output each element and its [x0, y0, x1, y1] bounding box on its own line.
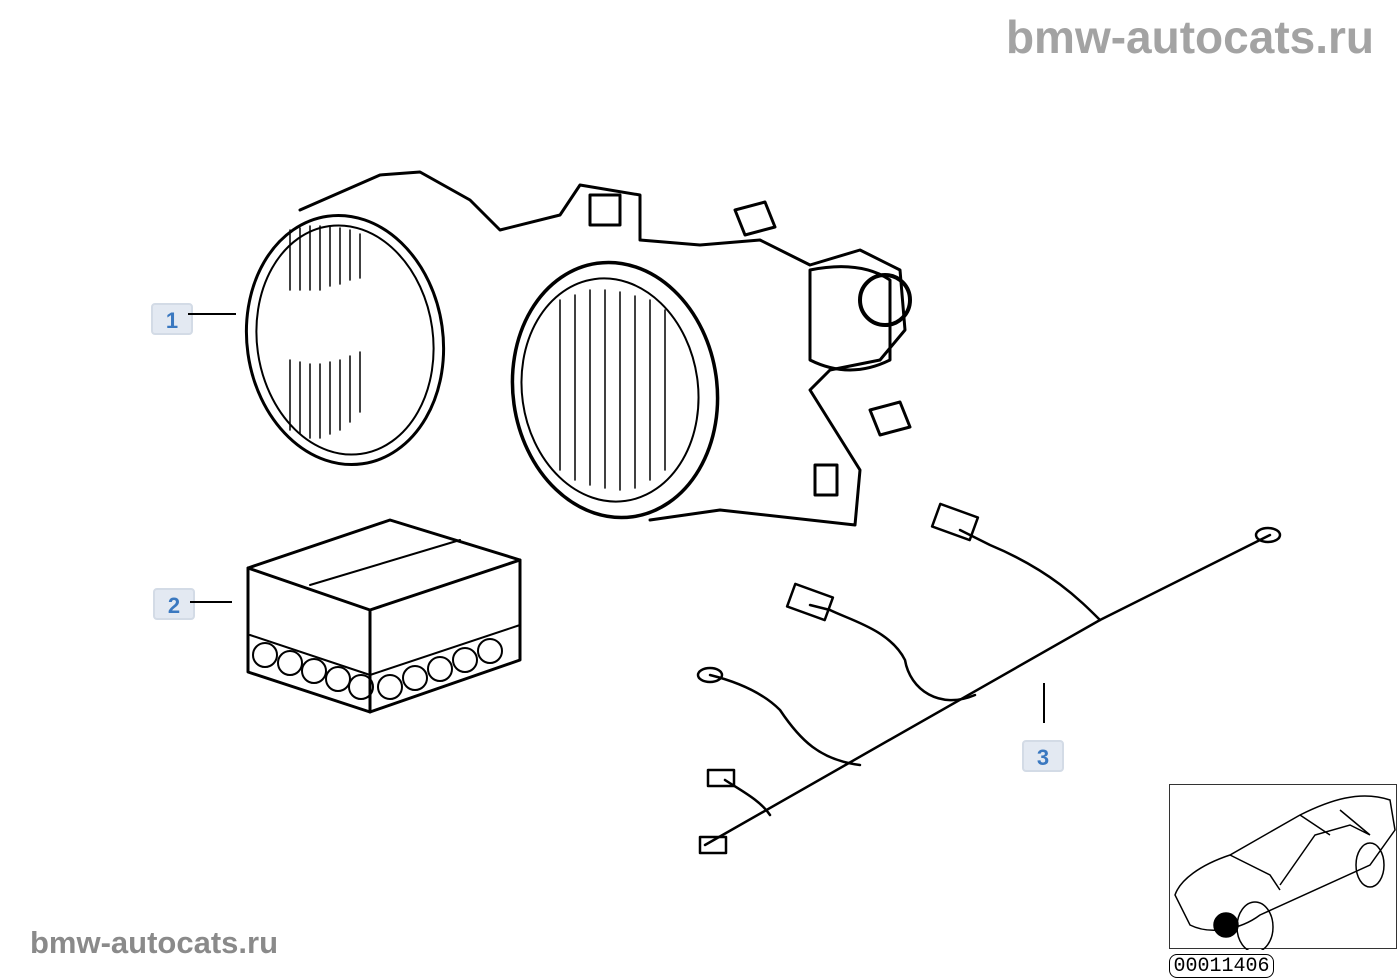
watermark-bottom: bmw-autocats.ru	[30, 925, 279, 960]
callout-2[interactable]: 2	[153, 588, 195, 620]
headlight-assembly	[244, 170, 912, 527]
wiring-harness	[696, 502, 1282, 855]
leader-line-2	[190, 601, 232, 603]
repair-kit-box	[246, 518, 522, 714]
leader-line-3	[1043, 683, 1045, 723]
watermark-top: bmw-autocats.ru	[1005, 11, 1374, 63]
diagram-number: 00011406	[1169, 954, 1274, 978]
callout-1[interactable]: 1	[151, 303, 193, 335]
leader-line-1	[188, 313, 236, 315]
car-outline-icon	[1174, 795, 1396, 953]
callout-3[interactable]: 3	[1022, 740, 1064, 772]
vehicle-location-thumbnail	[1169, 784, 1397, 953]
